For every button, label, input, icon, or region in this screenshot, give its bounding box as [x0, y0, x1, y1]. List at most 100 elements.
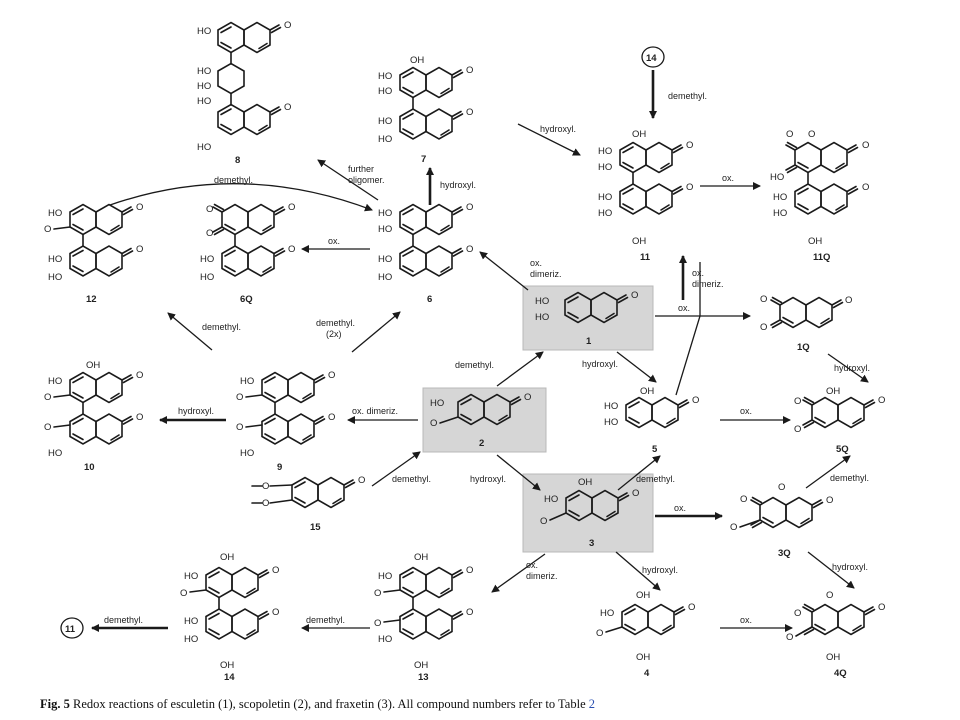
svg-text:O: O	[786, 632, 793, 643]
svg-text:demethyl.: demethyl.	[104, 615, 143, 625]
svg-text:hydroxyl.: hydroxyl.	[440, 180, 476, 190]
svg-text:dimeriz.: dimeriz.	[526, 571, 558, 581]
svg-text:ox.: ox.	[328, 236, 340, 246]
svg-text:HO: HO	[600, 608, 614, 619]
svg-text:HO: HO	[48, 376, 62, 387]
label-compound-7: 7	[421, 154, 426, 165]
svg-text:HO: HO	[200, 254, 214, 265]
svg-text:hydroxyl.: hydroxyl.	[834, 363, 870, 373]
svg-text:HO: HO	[773, 208, 787, 219]
compound-7: HO OH HO HO HO O O 7	[378, 55, 473, 165]
label-compound-1q: 1Q	[797, 342, 810, 353]
svg-text:O: O	[845, 295, 852, 306]
svg-text:O: O	[540, 516, 547, 527]
label-compound-5: 5	[652, 444, 658, 455]
svg-text:ox.: ox.	[740, 615, 752, 625]
svg-text:HO: HO	[378, 71, 392, 82]
svg-text:OH: OH	[86, 360, 100, 371]
svg-text:OH: OH	[636, 652, 650, 663]
svg-text:O: O	[180, 588, 187, 599]
svg-text:O: O	[826, 590, 833, 601]
arrow-12-to-6	[109, 183, 373, 212]
arrow-3-to-4	[615, 551, 661, 591]
label-compound-9: 9	[277, 462, 282, 473]
label-compound-11: 11	[640, 252, 651, 263]
arrow-1-to-5	[616, 351, 657, 383]
svg-text:HO: HO	[604, 401, 618, 412]
svg-text:hydroxyl.: hydroxyl.	[832, 562, 868, 572]
svg-text:HO: HO	[48, 208, 62, 219]
svg-text:O: O	[466, 65, 473, 76]
svg-text:O: O	[284, 20, 291, 31]
svg-text:HO: HO	[535, 296, 549, 307]
svg-text:O: O	[288, 202, 295, 213]
arrow-9-to-12	[167, 312, 213, 351]
svg-text:demethyl.: demethyl.	[316, 318, 355, 328]
svg-text:O: O	[794, 608, 801, 619]
svg-text:O: O	[786, 129, 793, 140]
svg-text:HO: HO	[197, 26, 211, 37]
svg-text:ox.: ox.	[722, 173, 734, 183]
svg-text:O: O	[794, 424, 801, 435]
svg-text:O: O	[730, 522, 737, 533]
compound-1: HO HO O 1	[535, 290, 638, 347]
svg-text:O: O	[740, 494, 747, 505]
svg-text:OH: OH	[636, 590, 650, 601]
svg-text:OH: OH	[414, 552, 428, 563]
svg-text:O: O	[136, 202, 143, 213]
svg-text:O: O	[44, 422, 51, 433]
svg-text:O: O	[136, 244, 143, 255]
arrow-5-to-11	[675, 262, 701, 396]
arrow-1q-to-5q	[827, 353, 869, 383]
svg-text:HO: HO	[197, 66, 211, 77]
svg-text:HO: HO	[378, 224, 392, 235]
svg-text:OH: OH	[632, 129, 646, 140]
compound-6q: O O HO HO O O 6Q	[200, 202, 295, 305]
svg-text:hydroxyl.: hydroxyl.	[540, 124, 576, 134]
svg-text:OH: OH	[632, 236, 646, 247]
svg-text:HO: HO	[378, 86, 392, 97]
svg-text:O: O	[236, 422, 243, 433]
label-compound-15: 15	[310, 522, 321, 533]
svg-text:O: O	[466, 607, 473, 618]
svg-text:HO: HO	[240, 376, 254, 387]
label-compound-4: 4	[644, 668, 650, 679]
svg-text:HO: HO	[48, 272, 62, 283]
svg-text:O: O	[374, 618, 381, 629]
svg-text:HO: HO	[48, 254, 62, 265]
compound-14: OH HO O HO HO OH O O 14	[180, 552, 279, 683]
svg-text:ox.: ox.	[692, 268, 704, 278]
compound-9: HO O O HO O O 9	[236, 370, 335, 473]
label-compound-4q: 4Q	[834, 668, 847, 679]
svg-text:ox.: ox.	[740, 406, 752, 416]
svg-text:ox.: ox.	[678, 303, 690, 313]
compound-5: OH HO HO O 5	[604, 386, 699, 455]
svg-text:OH: OH	[410, 55, 424, 66]
svg-text:O: O	[466, 107, 473, 118]
svg-text:HO: HO	[598, 146, 612, 157]
table-link[interactable]: 2	[588, 697, 595, 711]
svg-text:ox.: ox.	[526, 560, 538, 570]
compound-3: OH HO O O 3	[540, 477, 639, 549]
svg-text:hydroxyl.: hydroxyl.	[582, 359, 618, 369]
highlight-compound-1	[522, 285, 654, 351]
arrow-1-to-6	[479, 251, 529, 291]
compound-3q: O O O O 3Q	[730, 482, 833, 559]
svg-text:O: O	[44, 224, 51, 235]
svg-text:O: O	[236, 392, 243, 403]
svg-text:O: O	[760, 322, 767, 333]
svg-text:O: O	[524, 392, 531, 403]
svg-text:O: O	[262, 481, 269, 492]
svg-text:dimeriz.: dimeriz.	[530, 269, 562, 279]
svg-text:HO: HO	[544, 494, 558, 505]
svg-text:HO: HO	[598, 192, 612, 203]
svg-text:O: O	[288, 244, 295, 255]
label-compound-2: 2	[479, 438, 484, 449]
caption-text: Redox reactions of esculetin (1), scopol…	[72, 697, 586, 711]
compound-4: OH HO O OH O 4	[596, 590, 695, 679]
svg-text:hydroxyl.: hydroxyl.	[178, 406, 214, 416]
compound-5q: OH O O O 5Q	[794, 386, 885, 455]
label-compound-8: 8	[235, 155, 240, 166]
label-compound-1: 1	[586, 336, 592, 347]
